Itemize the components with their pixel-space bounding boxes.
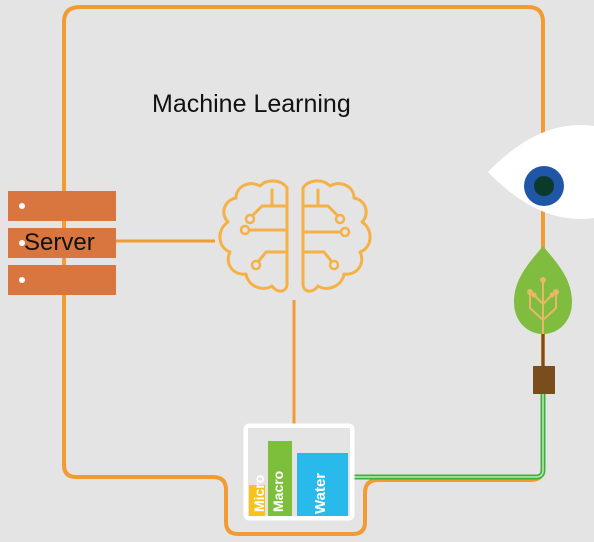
server-label: Server <box>24 229 95 256</box>
bar-label-macro: Macro <box>270 470 286 512</box>
bar-label-water: Water <box>312 472 329 514</box>
brain-nodes <box>239 213 351 271</box>
server-icon <box>8 191 116 295</box>
bar-label-micro: Micro <box>251 474 267 512</box>
nutrient-tank-icon <box>243 423 355 521</box>
bar-macro <box>268 441 292 516</box>
bar-water <box>297 453 348 516</box>
bar-micro <box>249 485 265 516</box>
plant-icon <box>514 246 572 394</box>
brain-icon <box>218 179 372 293</box>
eye-icon <box>488 124 594 220</box>
diagram-title: Machine Learning <box>152 90 351 118</box>
